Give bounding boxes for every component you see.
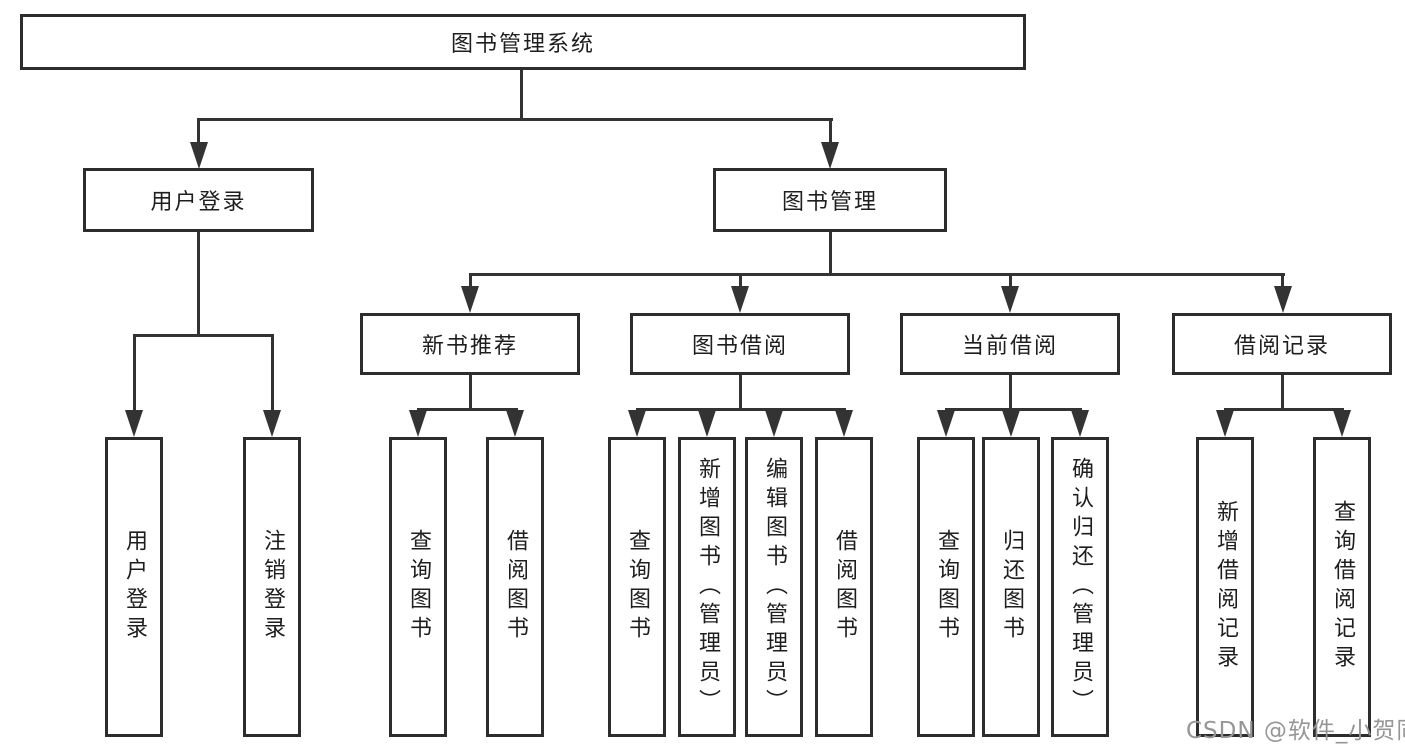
arrowhead-query-books-b: [628, 410, 646, 437]
edge-root-bus: [197, 118, 833, 121]
edge-userlogin-drop: [197, 118, 200, 144]
edge-root-stem: [520, 70, 523, 120]
arrowhead-userlogin: [190, 142, 208, 169]
leaf-logout: 注销登录: [243, 437, 301, 737]
leaf-edit-book-admin: 编辑图书（管理员）: [745, 437, 803, 737]
leaf-add-borrow-record: 新增借阅记录: [1196, 437, 1254, 737]
leaf-query-books-b: 查询图书: [608, 437, 666, 737]
leaf-user-login: 用户登录: [105, 437, 163, 737]
leaf-borrow-books-b: 借阅图书: [815, 437, 873, 737]
arrowhead-leaf-logout: [263, 410, 281, 437]
arrowhead-bookborrow: [731, 286, 749, 313]
node-root: 图书管理系统: [20, 14, 1026, 70]
edge-borrowrecords-stem: [1281, 375, 1284, 410]
arrowhead-query-borrow-record: [1333, 410, 1351, 437]
arrowhead-add-borrow-record: [1216, 410, 1234, 437]
arrowhead-bookmgmt: [821, 142, 839, 169]
edge-borrowrecords-bus: [1224, 408, 1344, 411]
arrowhead-leaf-login: [125, 410, 143, 437]
arrowhead-edit-book: [765, 410, 783, 437]
node-new-book-recommend: 新书推荐: [360, 313, 580, 375]
edge-bookborrow-bus: [636, 408, 846, 411]
edge-userlogin-bus: [133, 334, 274, 337]
edge-newbook-stem: [469, 375, 472, 410]
arrowhead-borrowrecords: [1274, 286, 1292, 313]
edge-bookmgmt-stem: [829, 232, 832, 275]
leaf-query-borrow-record: 查询借阅记录: [1313, 437, 1371, 737]
arrowhead-newbook: [461, 286, 479, 313]
edge-borrowrecords-drop: [1281, 273, 1284, 287]
arrowhead-borrow-books-b: [835, 410, 853, 437]
edge-bookmgmt-drop: [829, 118, 832, 144]
arrowhead-currentborrow: [1001, 286, 1019, 313]
leaf-add-book-admin: 新增图书（管理员）: [678, 437, 736, 737]
node-book-borrow: 图书借阅: [630, 313, 850, 375]
arrowhead-borrow-books-a: [506, 410, 524, 437]
arrowhead-query-books-a: [409, 410, 427, 437]
edge-userlogin-stem: [197, 232, 200, 336]
csdn-watermark: CSDN @软件_小贺同学: [1186, 718, 1405, 744]
edge-leaf-login-drop: [133, 334, 136, 410]
edge-newbook-bus: [417, 408, 518, 411]
node-book-management: 图书管理: [713, 168, 947, 232]
arrowhead-add-book: [698, 410, 716, 437]
edge-leaf-logout-drop: [271, 334, 274, 410]
edge-currentborrow-stem: [1009, 375, 1012, 410]
leaf-query-books-a: 查询图书: [389, 437, 447, 737]
edge-newbook-drop: [469, 273, 472, 287]
node-current-borrow: 当前借阅: [900, 313, 1120, 375]
arrowhead-confirm-return: [1071, 410, 1089, 437]
edge-bookborrow-stem: [739, 375, 742, 410]
node-user-login: 用户登录: [83, 168, 314, 232]
arrowhead-return-book: [1002, 410, 1020, 437]
node-borrow-records: 借阅记录: [1172, 313, 1392, 375]
edge-bookborrow-drop: [739, 273, 742, 287]
edge-currentborrow-drop: [1009, 273, 1012, 287]
leaf-confirm-return-admin: 确认归还（管理员）: [1051, 437, 1109, 737]
arrowhead-query-books-c: [937, 410, 955, 437]
edge-currentborrow-bus: [945, 408, 1082, 411]
leaf-query-books-c: 查询图书: [917, 437, 975, 737]
leaf-return-book: 归还图书: [982, 437, 1040, 737]
edge-bookmgmt-bus: [469, 273, 1285, 276]
leaf-borrow-books-a: 借阅图书: [486, 437, 544, 737]
